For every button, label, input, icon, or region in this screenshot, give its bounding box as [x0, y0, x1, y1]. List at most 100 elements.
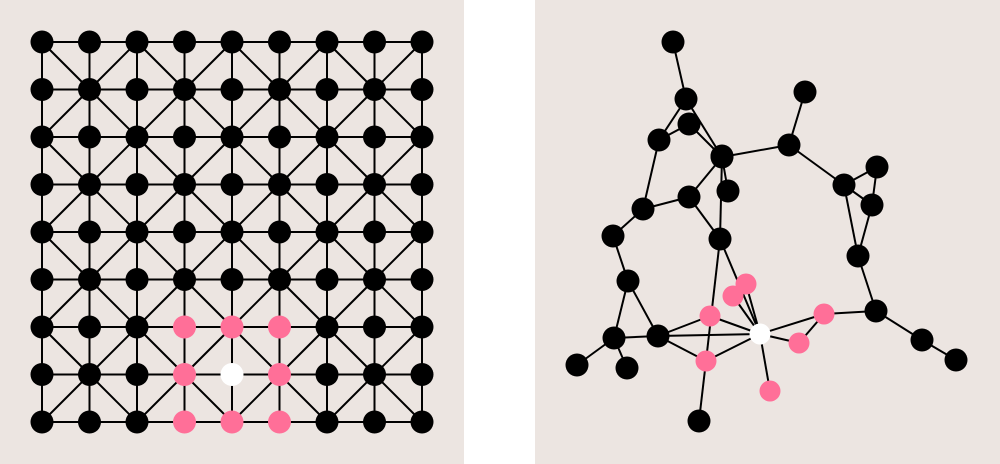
grid-node [30, 220, 54, 244]
embedded-node [631, 197, 655, 221]
grid-node [363, 173, 386, 196]
grid-node [125, 315, 149, 339]
embedded-node [615, 356, 639, 380]
embedded-node [710, 145, 734, 169]
grid-node [78, 125, 101, 149]
embedded-node [674, 87, 698, 111]
grid-node [78, 363, 101, 386]
grid-node [410, 78, 434, 101]
grid-node [173, 30, 196, 54]
grid-node [315, 125, 339, 149]
grid-node [78, 410, 101, 434]
grid-neighbor-node [173, 410, 196, 434]
grid-node [30, 78, 54, 101]
grid-node [315, 363, 339, 386]
grid-node [268, 173, 291, 196]
embedded-node [677, 185, 701, 209]
grid-node [410, 363, 434, 386]
embedded-neighbor-node [699, 305, 721, 327]
grid-focus-node [220, 363, 244, 386]
embedded-node [661, 30, 685, 54]
grid-node [410, 410, 434, 434]
grid-node [78, 315, 101, 339]
grid-node [315, 410, 339, 434]
grid-node [220, 268, 244, 291]
grid-node [268, 268, 291, 291]
grid-node [220, 78, 244, 101]
grid-node [315, 220, 339, 244]
embedded-edge [759, 313, 825, 335]
grid-node [30, 410, 54, 434]
embedded-neighbor-node [813, 303, 835, 325]
grid-node [410, 125, 434, 149]
grid-node [220, 125, 244, 149]
grid-node [315, 30, 339, 54]
grid-graph-nodes [30, 30, 434, 434]
embedded-edge [642, 139, 660, 210]
grid-neighbor-node [173, 363, 196, 386]
grid-node [30, 173, 54, 196]
grid-node [173, 220, 196, 244]
grid-node [363, 363, 386, 386]
embedded-node [865, 155, 889, 179]
embedded-node [647, 128, 671, 152]
grid-node [363, 315, 386, 339]
grid-node [78, 30, 101, 54]
embedded-focus-node [749, 323, 771, 345]
grid-node [315, 78, 339, 101]
grid-node [173, 78, 196, 101]
grid-node [125, 220, 149, 244]
embedded-node [716, 179, 740, 203]
grid-node [410, 268, 434, 291]
embedded-neighbor-node [759, 380, 781, 402]
grid-node [363, 30, 386, 54]
grid-node [410, 220, 434, 244]
grid-node [125, 268, 149, 291]
embedded-node [777, 133, 801, 157]
grid-neighbor-node [220, 410, 244, 434]
grid-node [125, 125, 149, 149]
embedded-node [793, 80, 817, 104]
grid-node [410, 30, 434, 54]
grid-node [410, 315, 434, 339]
embedded-node [687, 409, 711, 433]
grid-node [125, 78, 149, 101]
grid-node [268, 125, 291, 149]
embedded-node [910, 328, 934, 352]
embedded-node [646, 324, 670, 348]
grid-node [125, 363, 149, 386]
embedded-node [832, 173, 856, 197]
embedded-neighbor-node [722, 285, 744, 307]
grid-node [125, 173, 149, 196]
grid-neighbor-node [268, 363, 291, 386]
grid-node [173, 125, 196, 149]
embedded-node [565, 353, 589, 377]
embedded-node [601, 224, 625, 248]
grid-node [363, 410, 386, 434]
grid-node [268, 30, 291, 54]
grid-node [363, 78, 386, 101]
grid-node [173, 268, 196, 291]
grid-node [410, 173, 434, 196]
embedded-graph-nodes [565, 30, 968, 433]
embedded-node [864, 299, 888, 323]
grid-neighbor-node [220, 315, 244, 339]
grid-node [363, 268, 386, 291]
grid-node [315, 268, 339, 291]
embedded-node [860, 193, 884, 217]
grid-node [125, 410, 149, 434]
grid-neighbor-node [268, 410, 291, 434]
grid-node [30, 363, 54, 386]
embedded-node [846, 244, 870, 268]
grid-node [30, 315, 54, 339]
grid-node [78, 173, 101, 196]
grid-node [173, 173, 196, 196]
embedded-node [708, 227, 732, 251]
grid-node [30, 30, 54, 54]
grid-node [30, 125, 54, 149]
grid-node [220, 30, 244, 54]
grid-node [268, 220, 291, 244]
embedded-node [677, 112, 701, 136]
grid-node [315, 173, 339, 196]
